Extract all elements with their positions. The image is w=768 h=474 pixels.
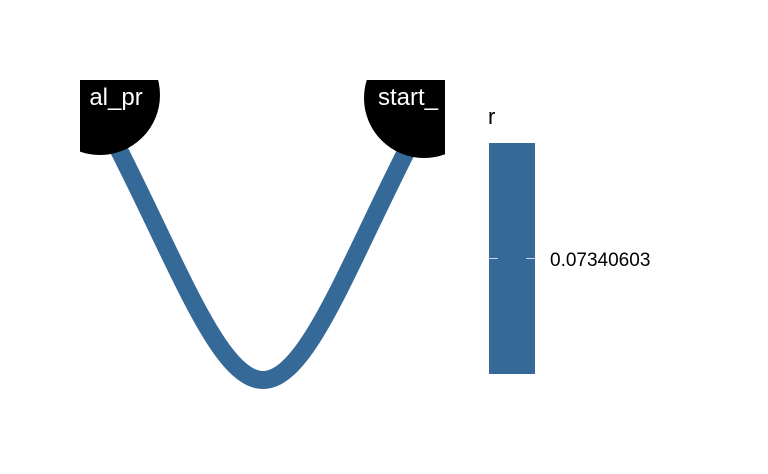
legend-title: r: [488, 104, 495, 129]
node-label-right: start_: [378, 84, 439, 111]
edge-line: [109, 143, 417, 390]
node-right: [364, 80, 445, 158]
node-left: [80, 80, 160, 155]
node-label-left: al_pr: [89, 84, 142, 111]
legend-tick-label: 0.07340603: [550, 250, 650, 271]
